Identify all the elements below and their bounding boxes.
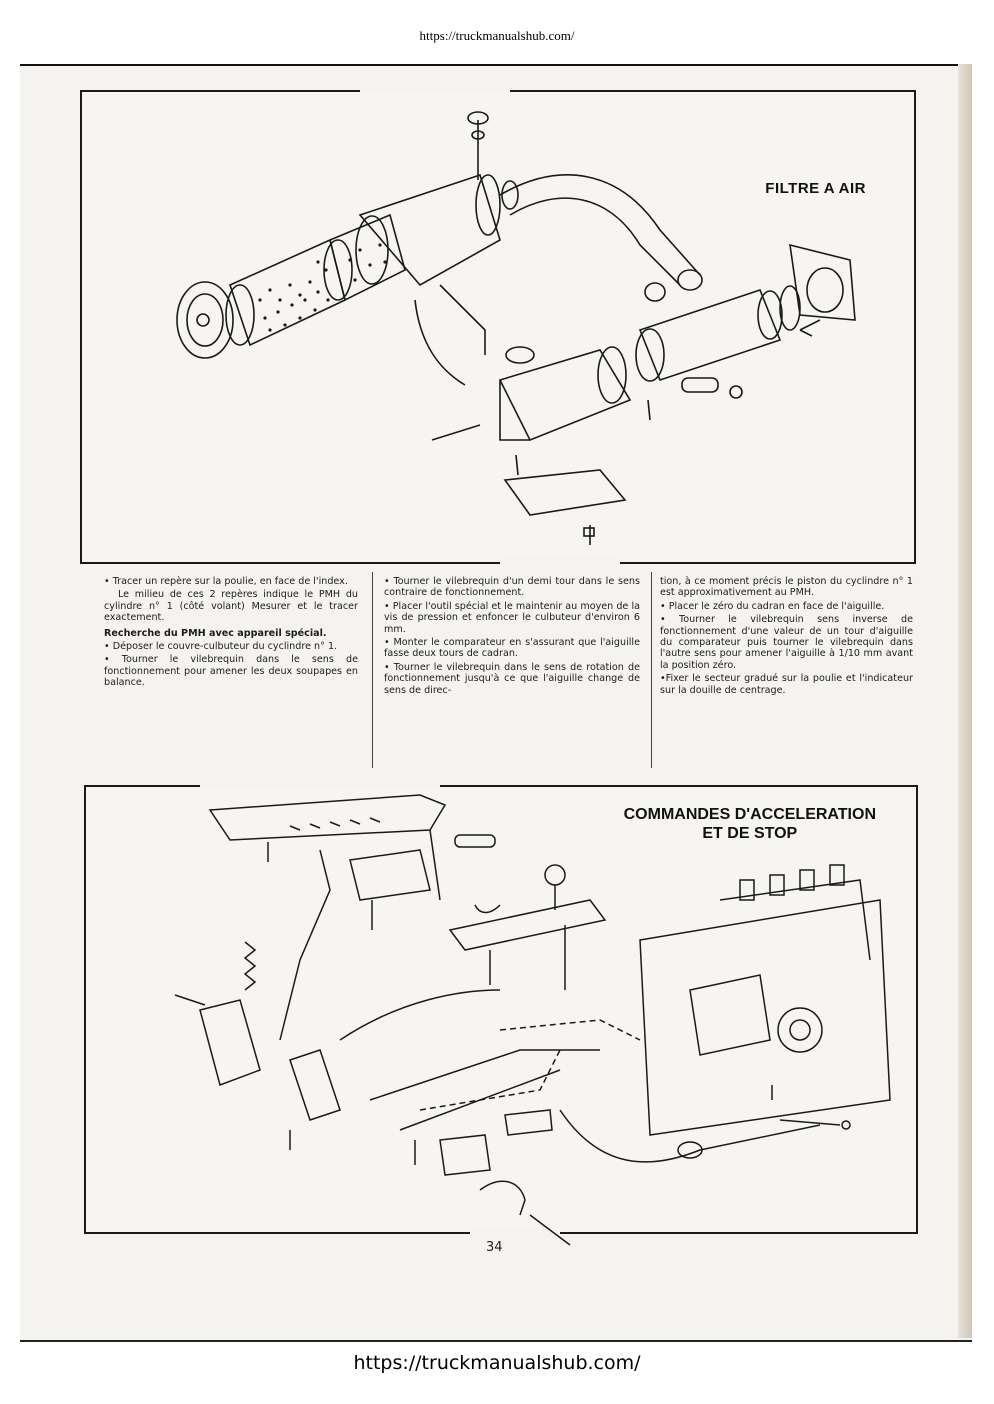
paragraph: • Monter le comparateur en s'assurant qu… bbox=[384, 637, 640, 660]
column-divider bbox=[372, 572, 373, 768]
text-column-3: tion, à ce moment précis le piston du cy… bbox=[660, 576, 913, 698]
paragraph: • Tourner le vilebrequin d'un demi tour … bbox=[384, 576, 640, 599]
paragraph: • Placer le zéro du cadran en face de l'… bbox=[660, 600, 885, 612]
frame-gap bbox=[500, 556, 620, 564]
title-line: COMMANDES D'ACCELERATION bbox=[623, 806, 876, 823]
paragraph: • Tourner le vilebrequin dans le sens de… bbox=[384, 661, 640, 696]
title-line: ET DE STOP bbox=[702, 825, 798, 842]
text-column-2: • Tourner le vilebrequin d'un demi tour … bbox=[384, 576, 640, 698]
paragraph: • Tourner le vilebrequin sens inverse de… bbox=[660, 614, 913, 671]
figure-title-throttle-controls: COMMANDES D'ACCELERATION ET DE STOP bbox=[624, 805, 876, 843]
section-heading: Recherche du PMH avec appareil spécial. bbox=[104, 627, 327, 639]
paragraph: Le milieu de ces 2 repères indique le PM… bbox=[104, 589, 358, 624]
footer-url: https://truckmanualshub.com/ bbox=[353, 1352, 641, 1374]
frame-gap bbox=[470, 1226, 560, 1234]
paragraph: • Tracer un repère sur la poulie, en fac… bbox=[104, 576, 348, 587]
paragraph: • Tourner le vilebrequin dans le sens de… bbox=[104, 654, 358, 689]
header-url: https://truckmanualshub.com/ bbox=[419, 28, 575, 43]
paragraph: • Placer l'outil spécial et le maintenir… bbox=[384, 600, 640, 635]
figure-air-filter: FILTRE A AIR bbox=[80, 90, 916, 564]
paragraph: •Fixer le secteur gradué sur la poulie e… bbox=[660, 673, 913, 696]
paragraph: • Déposer le couvre-culbuteur du cyclind… bbox=[104, 641, 338, 653]
figure-title-air-filter: FILTRE A AIR bbox=[765, 180, 866, 197]
frame-gap bbox=[200, 781, 440, 789]
page-number: 34 bbox=[486, 1240, 503, 1255]
figure-throttle-controls: COMMANDES D'ACCELERATION ET DE STOP bbox=[84, 785, 918, 1234]
page-edge-shadow bbox=[958, 64, 972, 1338]
frame-gap bbox=[360, 86, 510, 94]
column-divider bbox=[651, 572, 652, 768]
text-column-1: • Tracer un repère sur la poulie, en fac… bbox=[104, 576, 358, 691]
paragraph: tion, à ce moment précis le piston du cy… bbox=[660, 576, 913, 599]
